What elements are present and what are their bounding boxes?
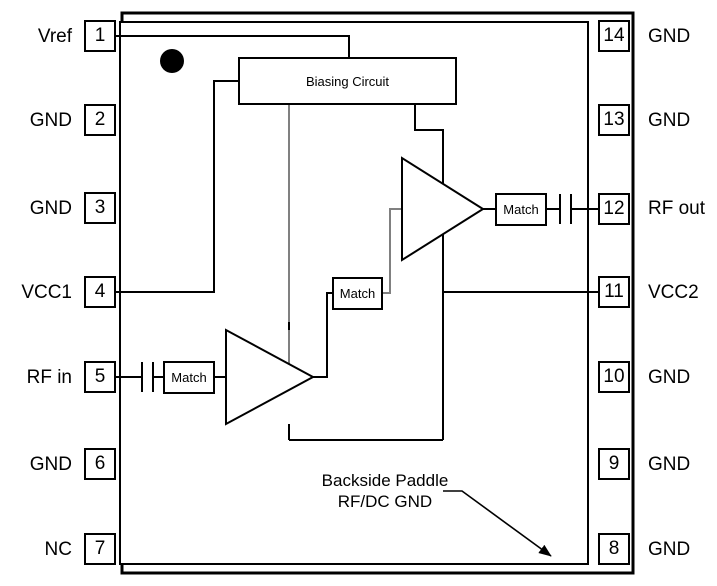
pin-label-14: GND [648, 26, 691, 47]
pin-box-4[interactable]: 4 [84, 276, 116, 308]
pin-label-10: GND [648, 367, 691, 388]
pin-label-5: RF in [26, 367, 72, 388]
pin-number-9: 9 [608, 453, 620, 474]
pin-box-11[interactable]: 11 [598, 276, 630, 308]
pin-box-9[interactable]: 9 [598, 448, 630, 480]
pin-label-1: Vref [37, 26, 72, 47]
pin-label-6: GND [29, 454, 72, 475]
pin-box-12[interactable]: 12 [598, 193, 630, 225]
pin-number-1: 1 [94, 25, 106, 46]
pin-label-12: RF out [648, 198, 706, 219]
pin-label-2: GND [29, 110, 72, 131]
pin-number-2: 2 [94, 109, 106, 130]
match-interstage-block: Match [332, 277, 383, 310]
pin-number-14: 14 [603, 25, 625, 46]
pin-box-14[interactable]: 14 [598, 20, 630, 52]
net-match-mid-to-output-amp [383, 208, 402, 294]
net-driver-out-to-match-mid [313, 292, 332, 378]
match-input-label: Match [171, 370, 207, 385]
pin-number-8: 8 [608, 538, 620, 559]
pin-number-13: 13 [603, 109, 625, 130]
pin-number-11: 11 [604, 281, 624, 302]
pin-number-4: 4 [94, 281, 106, 302]
pin-box-2[interactable]: 2 [84, 104, 116, 136]
pin-label-4: VCC1 [21, 282, 72, 303]
pin-box-13[interactable]: 13 [598, 104, 630, 136]
pin-label-13: GND [648, 110, 691, 131]
biasing-circuit-label: Biasing Circuit [305, 73, 390, 89]
backside-paddle-annotation: Backside Paddle RF/DC GND [275, 470, 495, 513]
pin-number-10: 10 [603, 366, 625, 387]
backside-paddle-line-1: Backside Paddle [321, 471, 449, 490]
pin-box-1[interactable]: 1 [84, 20, 116, 52]
pin-label-9: GND [648, 454, 691, 475]
pin-box-5[interactable]: 5 [84, 361, 116, 393]
pin-box-10[interactable]: 10 [598, 361, 630, 393]
net-vref-to-bias [116, 35, 350, 57]
pin-box-7[interactable]: 7 [84, 533, 116, 565]
match-output-block: Match [495, 193, 547, 226]
pin-label-8: GND [648, 539, 691, 560]
match-interstage-label: Match [339, 286, 376, 301]
pin-box-8[interactable]: 8 [598, 533, 630, 565]
pin-label-3: GND [29, 198, 72, 219]
pin-number-7: 7 [94, 538, 106, 559]
pin-box-6[interactable]: 6 [84, 448, 116, 480]
output-amplifier-triangle [401, 156, 485, 262]
pin-number-12: 12 [603, 198, 625, 219]
pin-box-3[interactable]: 3 [84, 192, 116, 224]
match-output-label: Match [503, 202, 539, 217]
match-input-block: Match [163, 361, 215, 394]
backside-paddle-line-2: RF/DC GND [337, 492, 433, 512]
backside-paddle-arrow [443, 490, 552, 557]
pin-number-6: 6 [94, 453, 106, 474]
pin-label-11: VCC2 [648, 282, 699, 303]
biasing-circuit-block: Biasing Circuit [238, 57, 457, 105]
pin-label-7: NC [44, 539, 72, 560]
pin-number-5: 5 [94, 366, 106, 387]
pin-1-dot-icon [160, 49, 184, 73]
net-vcc1-to-bias [116, 80, 238, 293]
pin-number-3: 3 [94, 197, 106, 218]
